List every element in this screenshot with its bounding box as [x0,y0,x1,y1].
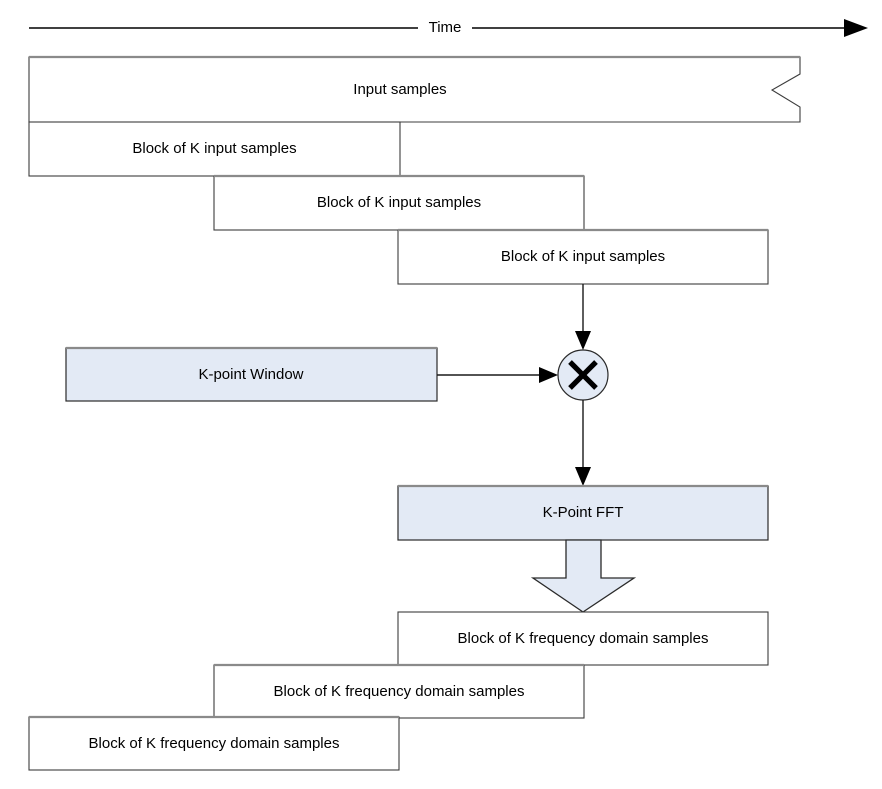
multiply-icon-stroke-b [568,360,598,390]
connector-fft-arrowhead-icon [575,467,591,486]
time-axis-label: Time [429,19,462,36]
input-block-1-label: Block of K input samples [132,140,296,157]
window-box: K-point Window [65,346,438,402]
fft-box: K-Point FFT [397,484,769,541]
output-block-1: Block of K frequency domain samples [397,611,769,666]
connector-block3-to-multiplier [575,284,591,350]
output-block-2-label: Block of K frequency domain samples [274,683,525,700]
output-block-1-label: Block of K frequency domain samples [458,630,709,647]
input-block-3: Block of K input samples [397,228,769,285]
input-block-3-label: Block of K input samples [501,248,665,265]
output-block-2-rect [213,664,585,719]
output-block-1-rect [397,611,769,666]
input-block-1-rect [28,121,401,177]
multiplier-node [557,349,609,401]
window-box-label: K-point Window [198,366,303,383]
time-arrowhead-icon [844,19,868,37]
output-block-3: Block of K frequency domain samples [28,715,400,771]
connector-multiplier-to-fft [575,400,591,486]
time-axis: Time [29,19,868,37]
input-stream-shape: Input samples [28,55,801,123]
connector-block3-arrowhead-icon [575,331,591,350]
input-block-2: Block of K input samples [213,174,585,231]
output-block-2: Block of K frequency domain samples [213,663,585,719]
input-stream-label: Input samples [353,81,446,98]
input-block-2-label: Block of K input samples [317,194,481,211]
fft-output-block-arrow-shape [530,539,637,613]
input-block-3-rect [397,229,769,285]
output-block-3-rect [28,716,400,771]
connector-window-to-multiplier [437,367,558,383]
fft-box-label: K-Point FFT [543,504,624,521]
input-block-1: Block of K input samples [28,121,401,177]
output-block-3-label: Block of K frequency domain samples [89,735,340,752]
fft-output-block-arrow [530,539,637,613]
window-box-rect [65,347,438,402]
connector-window-arrowhead-icon [539,367,558,383]
